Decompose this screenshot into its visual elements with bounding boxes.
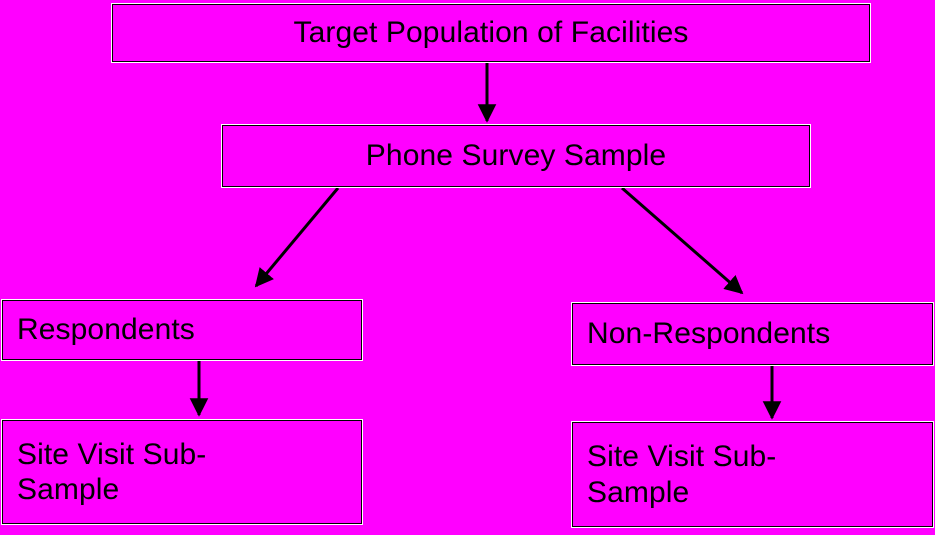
node-site-visit-sub-sample-right: Site Visit Sub- Sample bbox=[572, 422, 933, 527]
node-respondents-label: Respondents bbox=[17, 313, 195, 347]
node-site-visit-sub-sample-left: Site Visit Sub- Sample bbox=[2, 420, 362, 524]
node-respondents: Respondents bbox=[2, 300, 362, 360]
node-phone-survey-sample-label: Phone Survey Sample bbox=[365, 139, 667, 173]
node-target-population-label: Target Population of Facilities bbox=[293, 16, 689, 50]
node-non-respondents: Non-Respondents bbox=[572, 303, 933, 365]
node-site-visit-sub-sample-right-label: Site Visit Sub- Sample bbox=[587, 440, 777, 509]
edge-phone-to-respondents bbox=[254, 187, 340, 288]
node-non-respondents-label: Non-Respondents bbox=[587, 317, 831, 351]
node-target-population: Target Population of Facilities bbox=[112, 4, 870, 62]
node-phone-survey-sample: Phone Survey Sample bbox=[222, 125, 810, 187]
edge-phone-to-non-respondents bbox=[621, 186, 744, 295]
node-site-visit-sub-sample-left-label: Site Visit Sub- Sample bbox=[17, 437, 207, 506]
